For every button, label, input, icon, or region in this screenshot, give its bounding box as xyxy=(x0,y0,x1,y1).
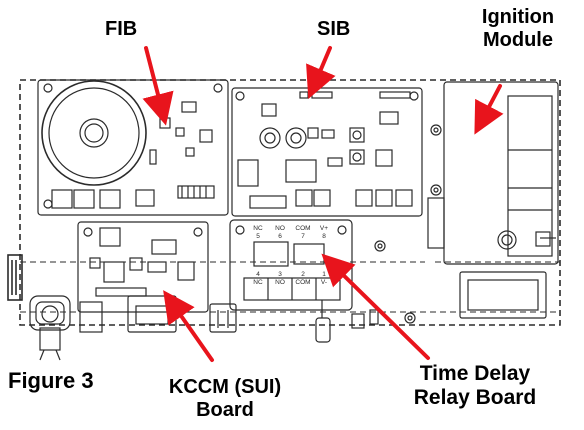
sib-board xyxy=(231,87,423,217)
relay-terminal-label: COM xyxy=(295,279,310,286)
kccm-board-label: KCCM (SUI) Board xyxy=(150,376,300,422)
ignition-module-label-line1: Ignition xyxy=(481,6,555,28)
fib-board xyxy=(37,79,229,216)
kccm-arrow xyxy=(163,290,214,362)
relay-terminal-label: NO xyxy=(275,225,285,232)
fib-arrow xyxy=(142,46,174,126)
relay-terminal-number: 7 xyxy=(301,233,305,240)
relay-terminal-label: V+ xyxy=(320,225,328,232)
relay-terminal-label: V- xyxy=(321,279,327,286)
relay-terminal-number: 1 xyxy=(322,271,326,278)
kccm-board-label-line2: Board xyxy=(196,399,254,421)
sib-label: SIB xyxy=(317,18,351,40)
ignition-arrow xyxy=(474,84,504,135)
time-delay-relay-label-line1: Time Delay xyxy=(419,362,531,385)
fib-label: FIB xyxy=(105,18,138,40)
relay-terminal-label: COM xyxy=(295,225,310,232)
relay-terminal-number: 6 xyxy=(278,233,282,240)
relay-terminal-number: 2 xyxy=(301,271,305,278)
figure-label: Figure 3 xyxy=(8,368,94,393)
ignition-module xyxy=(427,81,559,265)
round-harness-connector xyxy=(29,295,103,361)
relay-terminal-labels-top: NC NO COM V+ 5 6 7 8 xyxy=(253,225,328,240)
relay-terminal-label: NC xyxy=(253,225,263,232)
ignition-module-label-line2: Module xyxy=(483,29,553,51)
relay-terminal-number: 5 xyxy=(256,233,260,240)
time-delay-relay-label-line2: Relay Board xyxy=(413,386,537,410)
chassis-outline xyxy=(7,79,561,326)
ignition-module-label: Ignition Module xyxy=(458,6,578,52)
tdr-arrow xyxy=(321,253,430,360)
kccm-board-label-line1: KCCM (SUI) xyxy=(168,376,282,398)
kccm-board xyxy=(77,221,237,333)
callout-arrows xyxy=(142,46,504,362)
sib-arrow xyxy=(306,46,336,100)
relay-terminal-label: NO xyxy=(275,279,285,286)
time-delay-relay-label: Time Delay Relay Board xyxy=(390,362,560,410)
relay-terminal-label: NC xyxy=(253,279,263,286)
relay-terminal-number: 4 xyxy=(256,271,260,278)
time-delay-relay-board xyxy=(229,219,416,343)
relay-terminal-number: 3 xyxy=(278,271,282,278)
relay-terminal-number: 8 xyxy=(322,233,326,240)
terminal-housing xyxy=(459,271,547,319)
